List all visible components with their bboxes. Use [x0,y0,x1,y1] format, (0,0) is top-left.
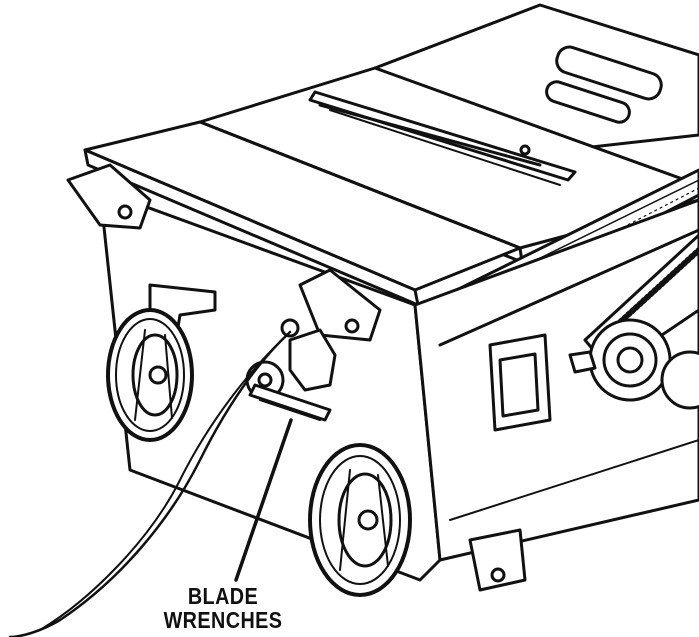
latch-right [298,268,382,342]
switch-box [488,333,552,432]
latch-left [66,163,152,230]
label-line-1: BLADE [187,583,259,609]
wheel-left [106,308,194,442]
blade-wrenches [248,383,332,422]
wheel-front [308,443,412,597]
blade-wrenches-label: BLADE WRENCHES [159,584,288,632]
rear-foot [468,528,527,592]
label-line-2: WRENCHES [163,607,283,633]
power-cord [8,330,292,637]
callout-leader [234,418,293,582]
bevel-lock [288,328,337,392]
handwheel-right [660,350,699,410]
handwheel [568,318,672,402]
